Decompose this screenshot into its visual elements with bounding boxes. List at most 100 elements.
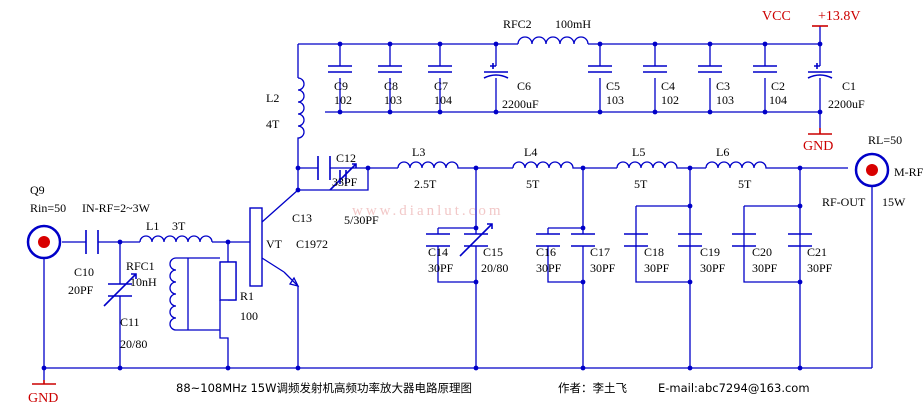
svg-text:L5: L5 — [632, 145, 645, 159]
inductor-l1 — [139, 235, 213, 243]
svg-text:C1972: C1972 — [296, 237, 328, 251]
capacitor-c11 — [103, 273, 137, 307]
inductor-rfc2 — [517, 36, 589, 45]
svg-text:C19: C19 — [700, 245, 720, 259]
rf-out-label: RF-OUT — [822, 195, 866, 209]
svg-text:C14: C14 — [428, 245, 448, 259]
capacitor-c4 — [643, 65, 667, 73]
labels: VCC +13.8V GND GND RFC2 100mH C9 102 C8 … — [28, 9, 924, 406]
rfc2-value: 100mH — [555, 17, 591, 31]
capacitor-c2 — [753, 65, 777, 73]
svg-text:C2: C2 — [771, 79, 785, 93]
capacitor-c16 — [536, 233, 560, 247]
inductor-l3 — [397, 161, 466, 169]
vcc-label: VCC — [762, 9, 791, 24]
input-power-label: IN-RF=2~3W — [82, 201, 151, 215]
svg-text:30PF: 30PF — [536, 261, 562, 275]
svg-text:C11: C11 — [120, 315, 140, 329]
svg-text:C21: C21 — [807, 245, 827, 259]
svg-text:L2: L2 — [266, 91, 279, 105]
resistor-r1 — [219, 261, 237, 301]
author-label: 作者：李土飞 — [558, 381, 627, 395]
svg-text:103: 103 — [716, 93, 734, 107]
capacitor-c5 — [588, 65, 612, 73]
input-connector-q9 — [26, 224, 62, 260]
capacitor-c20 — [732, 233, 756, 247]
capacitor-c8 — [378, 65, 402, 73]
svg-text:C9: C9 — [334, 79, 348, 93]
capacitor-c6 — [483, 63, 509, 79]
capacitor-c19 — [678, 233, 702, 247]
m-rf-label: M-RF — [894, 165, 924, 179]
svg-text:C5: C5 — [606, 79, 620, 93]
svg-text:C17: C17 — [590, 245, 610, 259]
svg-text:30PF: 30PF — [807, 261, 833, 275]
capacitor-c7 — [428, 65, 452, 73]
rin-label: Rin=50 — [30, 201, 66, 215]
svg-text:5T: 5T — [526, 177, 540, 191]
svg-text:10nH: 10nH — [130, 275, 157, 289]
watermark: www.dianlut.com — [352, 203, 504, 219]
svg-text:100: 100 — [240, 309, 258, 323]
svg-text:C10: C10 — [74, 265, 94, 279]
inductor-rfc1 — [169, 257, 189, 331]
svg-text:RFC1: RFC1 — [126, 259, 155, 273]
capacitor-c14 — [426, 233, 450, 247]
svg-text:2.5T: 2.5T — [414, 177, 437, 191]
svg-text:C4: C4 — [661, 79, 675, 93]
svg-text:20PF: 20PF — [68, 283, 94, 297]
svg-text:C18: C18 — [644, 245, 664, 259]
junction-nodes — [41, 41, 823, 371]
svg-text:L1: L1 — [146, 219, 159, 233]
capacitor-c21 — [788, 233, 812, 247]
svg-text:33PF: 33PF — [332, 175, 358, 189]
svg-text:C13: C13 — [292, 211, 312, 225]
ground-symbol-left — [32, 380, 56, 385]
svg-text:C6: C6 — [517, 79, 531, 93]
svg-text:104: 104 — [434, 93, 452, 107]
svg-text:C15: C15 — [483, 245, 503, 259]
top-capacitor-bank — [328, 63, 833, 79]
rf-out-power-label: 15W — [882, 195, 906, 209]
svg-text:C12: C12 — [336, 151, 356, 165]
gnd-left-label: GND — [28, 391, 58, 406]
email-label: E-mail:abc7294@163.com — [658, 381, 810, 395]
capacitor-c15 — [459, 223, 493, 257]
svg-text:3T: 3T — [172, 219, 186, 233]
svg-text:2200uF: 2200uF — [502, 97, 539, 111]
capacitor-c17 — [571, 233, 595, 247]
svg-text:103: 103 — [384, 93, 402, 107]
capacitor-c9 — [328, 65, 352, 73]
svg-text:30PF: 30PF — [644, 261, 670, 275]
diagram-title: 88~108MHz 15W调频发射机高频功率放大器电路原理图 — [176, 381, 472, 395]
ground-symbol-top — [808, 128, 832, 135]
svg-text:C3: C3 — [716, 79, 730, 93]
svg-text:102: 102 — [334, 93, 352, 107]
svg-text:C20: C20 — [752, 245, 772, 259]
svg-text:C16: C16 — [536, 245, 556, 259]
rl-label: RL=50 — [868, 133, 902, 147]
svg-text:5/30PF: 5/30PF — [344, 213, 379, 227]
svg-text:30PF: 30PF — [752, 261, 778, 275]
rfc2-name: RFC2 — [503, 17, 532, 31]
output-connector-m-rf — [854, 152, 890, 188]
inductor-l6 — [705, 161, 770, 169]
capacitor-c13 — [329, 163, 357, 191]
svg-text:4T: 4T — [266, 117, 280, 131]
inductor-l2 — [297, 77, 305, 146]
inductor-l4 — [512, 161, 583, 169]
svg-text:30PF: 30PF — [428, 261, 454, 275]
svg-text:30PF: 30PF — [590, 261, 616, 275]
capacitor-c1 — [807, 63, 833, 79]
capacitor-c12 — [317, 156, 331, 180]
svg-text:5T: 5T — [738, 177, 752, 191]
svg-text:C7: C7 — [434, 79, 448, 93]
svg-text:20/80: 20/80 — [481, 261, 508, 275]
svg-text:R1: R1 — [240, 289, 254, 303]
svg-text:5T: 5T — [634, 177, 648, 191]
svg-text:103: 103 — [606, 93, 624, 107]
svg-text:102: 102 — [661, 93, 679, 107]
q9-label: Q9 — [30, 183, 45, 197]
